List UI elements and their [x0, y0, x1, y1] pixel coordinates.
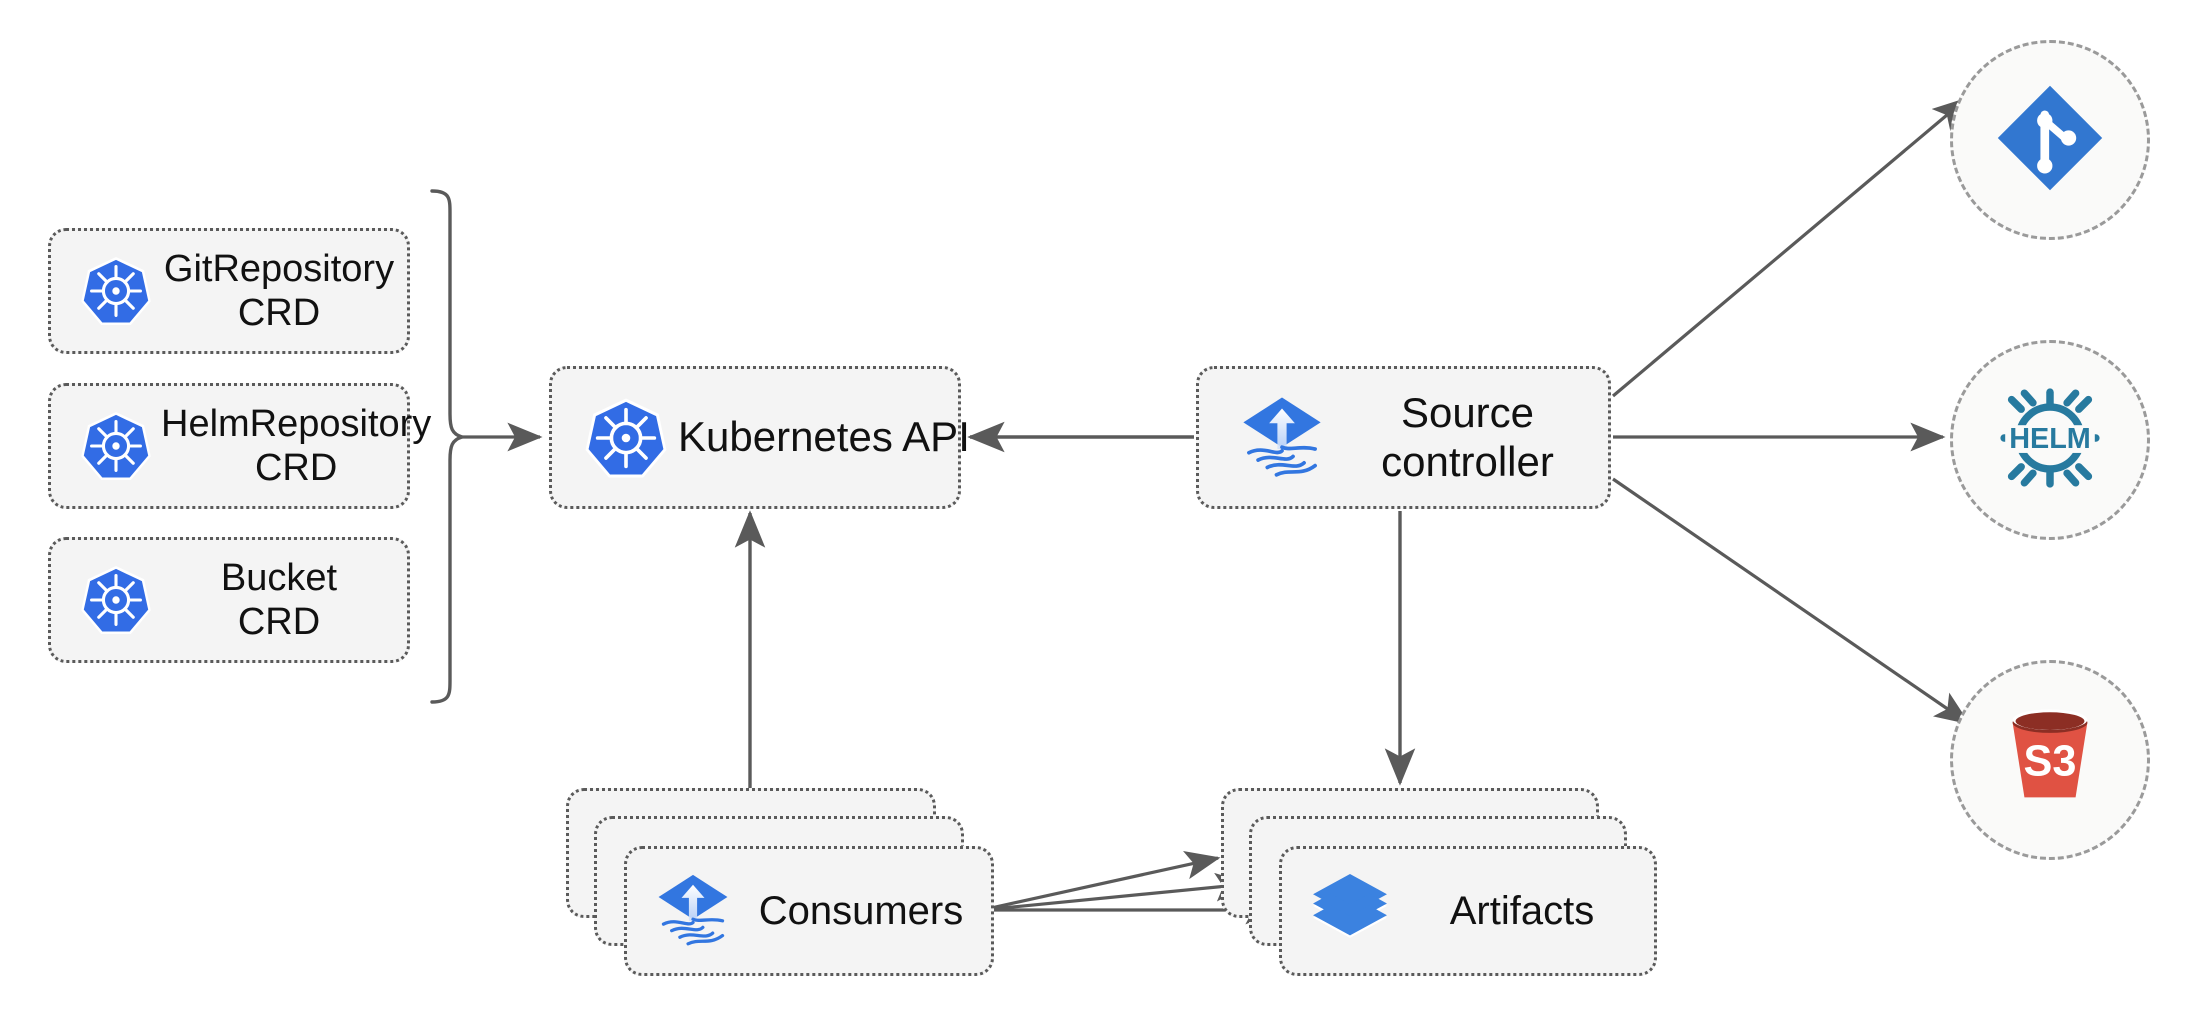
edge-consumers-to-artifacts-back — [981, 850, 1221, 912]
kubernetes-icon — [574, 395, 678, 481]
helm-icon: HELM — [1986, 374, 2114, 507]
crd-card-helmrepository[interactable]: HelmRepository CRD — [48, 383, 431, 509]
kubernetes-icon — [71, 254, 161, 328]
edge-consumers-to-artifacts-mid — [981, 872, 1251, 912]
layers-icon — [1300, 869, 1400, 953]
crd-label: HelmRepository CRD — [161, 402, 432, 489]
edge-source-to-git — [1611, 97, 1968, 398]
flux-icon — [1227, 392, 1337, 484]
crd-label: Bucket CRD — [220, 556, 338, 643]
node-source-controller[interactable]: Source controller — [1196, 366, 1611, 509]
flux-icon — [645, 870, 741, 952]
kubernetes-icon — [71, 563, 161, 637]
source-circle-s3[interactable]: S3 — [1950, 660, 2150, 860]
node-label: Kubernetes API — [678, 413, 970, 461]
edge-source-to-s3 — [1612, 477, 1971, 725]
kubernetes-icon — [71, 409, 161, 483]
s3-icon: S3 — [1991, 699, 2109, 822]
crd-label: GitRepository CRD — [163, 247, 395, 334]
source-circle-helm[interactable]: HELM — [1950, 340, 2150, 540]
helm-wordmark: HELM — [2009, 423, 2091, 455]
consumers-card-front[interactable]: Consumers — [624, 846, 994, 976]
s3-wordmark: S3 — [2024, 737, 2077, 785]
source-circle-git[interactable] — [1950, 40, 2150, 240]
crd-card-gitrepository[interactable]: GitRepository CRD — [48, 228, 410, 354]
node-label: Source controller — [1381, 388, 1554, 485]
node-label: Artifacts — [1449, 888, 1595, 933]
node-kubernetes-api[interactable]: Kubernetes API — [549, 366, 970, 509]
artifacts-card-front[interactable]: Artifacts — [1279, 846, 1657, 976]
node-label: Consumers — [758, 888, 964, 933]
crd-card-bucket[interactable]: Bucket CRD — [48, 537, 410, 663]
git-icon — [1992, 80, 2108, 201]
